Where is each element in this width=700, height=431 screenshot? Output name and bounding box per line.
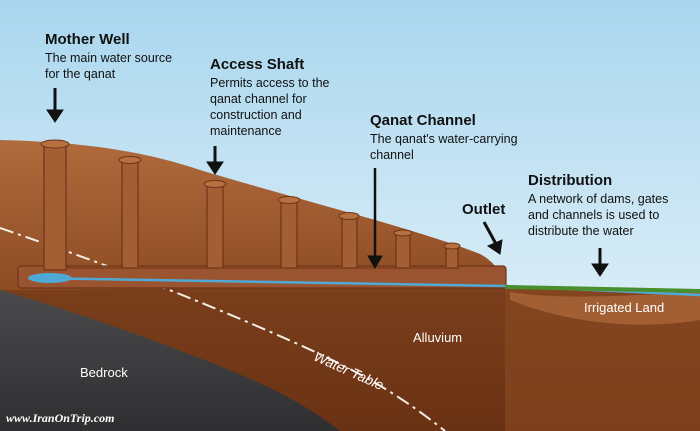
water-table-line: [0, 227, 446, 431]
label-irrigated-land: Irrigated Land: [584, 300, 665, 315]
callout-access-shaft: Access Shaft Permits access to the qanat…: [210, 56, 370, 139]
callout-desc-line: channel: [370, 148, 414, 162]
callout-desc-line: construction and: [210, 108, 302, 122]
shaft: [443, 242, 461, 269]
label-bedrock: Bedrock: [80, 365, 128, 380]
shaft-mother-well: [40, 139, 70, 271]
watermark: www.IranOnTrip.com: [6, 411, 115, 425]
callout-title: Distribution: [528, 172, 613, 189]
callout-desc-line: qanat channel for: [210, 92, 307, 106]
shaft: [277, 196, 301, 269]
qanat-channel-tunnel: [17, 265, 507, 289]
arrow-down-icon: [591, 248, 609, 277]
bedrock-layer: [0, 290, 340, 431]
callout-desc-line: The main water source: [45, 51, 173, 65]
callout-title: Outlet: [462, 201, 506, 218]
callout-qanat-channel: Qanat Channel The qanat's water-carrying…: [370, 112, 550, 163]
shaft: [338, 212, 360, 269]
arrow-down-icon: [367, 168, 383, 269]
callout-distribution: Distribution A network of dams, gates an…: [528, 172, 693, 239]
label-alluvium: Alluvium: [413, 330, 463, 345]
shaft: [393, 229, 413, 269]
callout-desc-line: distribute the water: [528, 224, 634, 238]
callout-desc-line: for the qanat: [45, 67, 116, 81]
callout-desc-line: The qanat's water-carrying: [370, 132, 518, 146]
mother-well-pool: [28, 273, 72, 283]
irrigated-land-patch: [510, 292, 700, 325]
arrow-down-icon: [46, 88, 64, 123]
shaft-access: [203, 180, 227, 269]
arrow-diagonal-icon: [482, 221, 503, 255]
callout-title: Access Shaft: [210, 56, 305, 73]
arrow-down-icon: [206, 146, 224, 175]
shaft: [118, 156, 142, 269]
callout-desc-line: maintenance: [210, 124, 282, 138]
callout-mother-well: Mother Well The main water source for th…: [45, 31, 205, 82]
grass-strip: [504, 285, 700, 293]
callout-desc-line: A network of dams, gates: [528, 192, 669, 206]
callout-desc-line: Permits access to the: [210, 76, 330, 90]
callout-title: Qanat Channel: [370, 112, 476, 129]
callout-outlet: Outlet: [462, 201, 522, 220]
callout-title: Mother Well: [45, 31, 130, 48]
callout-desc-line: and channels is used to: [528, 208, 660, 222]
